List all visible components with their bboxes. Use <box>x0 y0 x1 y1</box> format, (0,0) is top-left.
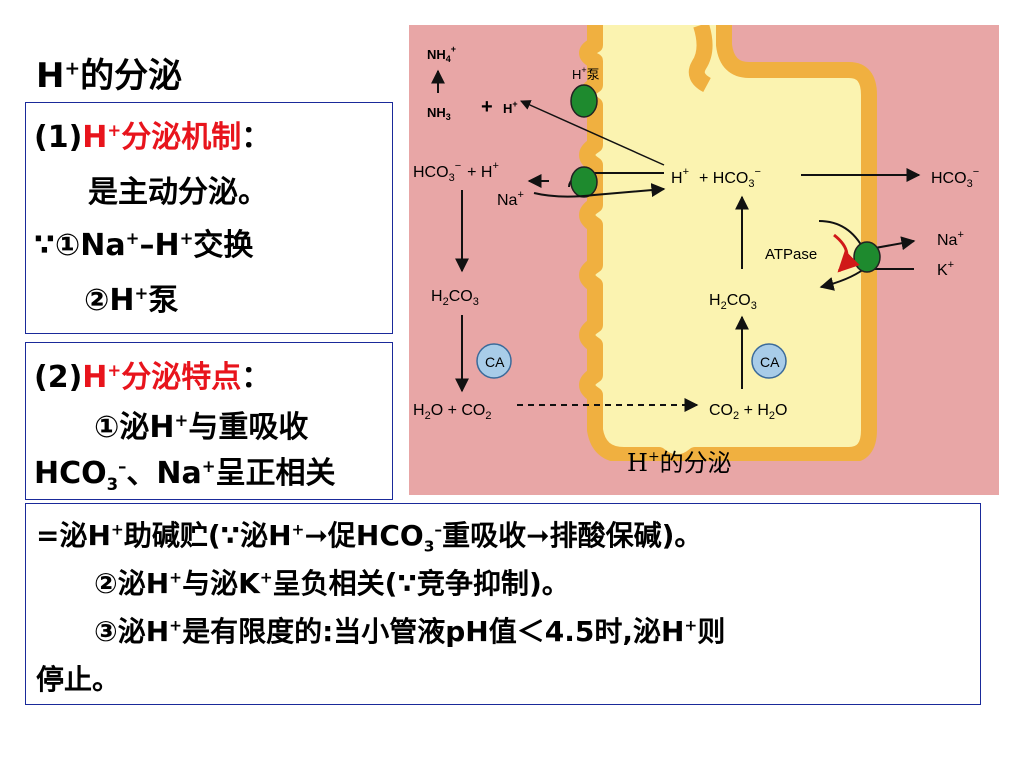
h2o-co2-lumen-label: H2O + CO2 <box>413 402 492 422</box>
features-line-6: 停止。 <box>36 663 121 696</box>
ca-enzyme-lumen <box>476 343 512 379</box>
features-line-2: HCO3–、Na+呈正相关 <box>34 456 336 494</box>
k-blood-label: K+ <box>937 259 954 279</box>
diagram-caption: H+的分泌 <box>627 449 732 477</box>
ca-enzyme-cell <box>751 343 787 379</box>
features-line-5: ③泌H+是有限度的:当小管液pH值＜4.5时,泌H+则 <box>94 615 726 648</box>
h-secretion-diagram: NH4+ NH3 + H+ H+泵 HCO3−+ H+ Na+ H2CO3 CA… <box>409 25 999 495</box>
ca-lumen-label: CA <box>485 354 505 370</box>
na-into-cell-arrow <box>533 183 666 198</box>
atpase-energy-arrow <box>833 233 860 273</box>
nh3-label: NH3 <box>427 105 451 122</box>
h-pump-label: H+泵 <box>572 65 600 82</box>
mechanism-line-pump: ②H+泵 <box>84 283 179 318</box>
nh4-label: NH4+ <box>427 44 456 64</box>
na-k-atpase <box>853 241 881 273</box>
mechanism-heading: (1)H+分泌机制： <box>34 120 272 155</box>
cell-h-hco3-label: H++ HCO3− <box>671 166 761 190</box>
features-continued-box: =泌H+助碱贮(∵泌H+➞促HCO3–重吸收➞排酸保碱)。 ②泌H+与泌K+呈负… <box>25 503 981 705</box>
na-blood-label: Na+ <box>937 229 964 249</box>
h2co3-cell-label: H2CO3 <box>709 292 757 312</box>
features-heading: (2)H+分泌特点： <box>34 360 272 395</box>
lumen-h-label: H+ <box>503 99 518 116</box>
h-to-pump-arrow <box>520 100 665 166</box>
na-lumen-label: Na+ <box>497 189 524 209</box>
h-pump-transporter <box>570 84 598 118</box>
atpase-label: ATPase <box>765 246 817 263</box>
mechanism-line-exchange: ∵①Na+–H+交换 <box>34 228 254 263</box>
ca-cell-label: CA <box>760 354 780 370</box>
tubular-cell-body <box>579 25 877 471</box>
diagram-svg: NH4+ NH3 + H+ H+泵 HCO3−+ H+ Na+ H2CO3 CA… <box>409 25 999 495</box>
hco3-lumen-label: HCO3−+ H+ <box>413 160 499 184</box>
h2co3-lumen-label: H2CO3 <box>431 288 479 308</box>
co2-h2o-cell-label: CO2 + H2O <box>709 402 788 422</box>
features-box: (2)H+分泌特点： ①泌H+与重吸收 HCO3–、Na+呈正相关 <box>25 342 393 500</box>
plus-sign: + <box>481 96 493 118</box>
mechanism-line-active: 是主动分泌。 <box>88 175 268 210</box>
features-line-3: =泌H+助碱贮(∵泌H+➞促HCO3–重吸收➞排酸保碱)。 <box>36 519 703 556</box>
features-line-1: ①泌H+与重吸收 <box>94 410 309 445</box>
hco3-blood-label: HCO3− <box>931 166 979 190</box>
page-title: H+的分泌 <box>36 56 183 96</box>
features-line-4: ②泌H+与泌K+呈负相关(∵竞争抑制)。 <box>94 567 570 600</box>
mechanism-box: (1)H+分泌机制： 是主动分泌。 ∵①Na+–H+交换 ②H+泵 <box>25 102 393 334</box>
na-h-exchanger <box>570 166 598 198</box>
